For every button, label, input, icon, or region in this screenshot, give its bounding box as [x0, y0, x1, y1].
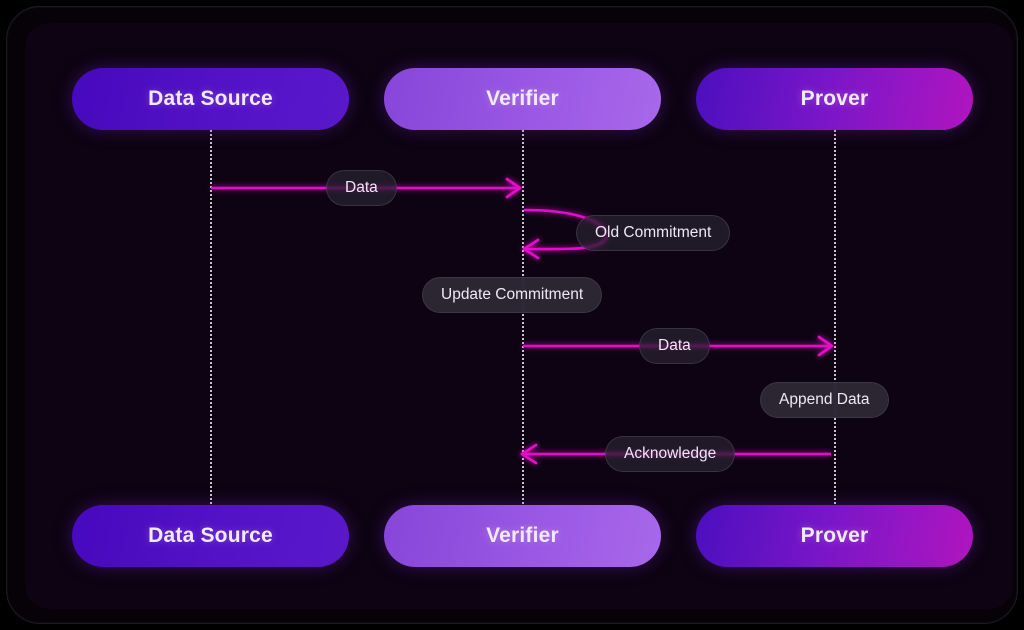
message-label-old-commitment[interactable]: Old Commitment: [576, 215, 731, 251]
actor-header-prover[interactable]: Prover: [696, 68, 973, 130]
actor-footer-prover[interactable]: Prover: [696, 505, 973, 567]
note-append-data[interactable]: Append Data: [760, 382, 889, 418]
message-label-data-2-text: Data: [658, 337, 691, 354]
message-label-data-2[interactable]: Data: [639, 328, 710, 364]
diagram-frame: Data Source Verifier Prover Data Old Com…: [6, 6, 1018, 624]
lifeline-prover: [834, 83, 836, 515]
message-label-old-commitment-text: Old Commitment: [595, 224, 712, 241]
message-label-acknowledge[interactable]: Acknowledge: [605, 436, 736, 472]
actor-header-data-source-label: Data Source: [148, 87, 273, 110]
actor-footer-prover-label: Prover: [800, 524, 869, 547]
sequence-diagram-canvas: Data Source Verifier Prover Data Old Com…: [25, 23, 1013, 609]
lifeline-data-source: [210, 83, 212, 515]
message-label-data-1-text: Data: [345, 179, 378, 196]
actor-header-prover-label: Prover: [800, 87, 869, 110]
message-label-data-1[interactable]: Data: [326, 170, 397, 206]
message-label-acknowledge-text: Acknowledge: [624, 445, 717, 462]
actor-footer-verifier-label: Verifier: [486, 524, 559, 547]
note-update-commitment[interactable]: Update Commitment: [422, 277, 603, 313]
note-update-commitment-text: Update Commitment: [441, 286, 584, 303]
actor-header-data-source[interactable]: Data Source: [72, 68, 349, 130]
actor-footer-data-source[interactable]: Data Source: [72, 505, 349, 567]
actor-footer-data-source-label: Data Source: [148, 524, 273, 547]
note-append-data-text: Append Data: [779, 391, 870, 408]
actor-footer-verifier[interactable]: Verifier: [384, 505, 661, 567]
actor-header-verifier-label: Verifier: [486, 87, 559, 110]
actor-header-verifier[interactable]: Verifier: [384, 68, 661, 130]
